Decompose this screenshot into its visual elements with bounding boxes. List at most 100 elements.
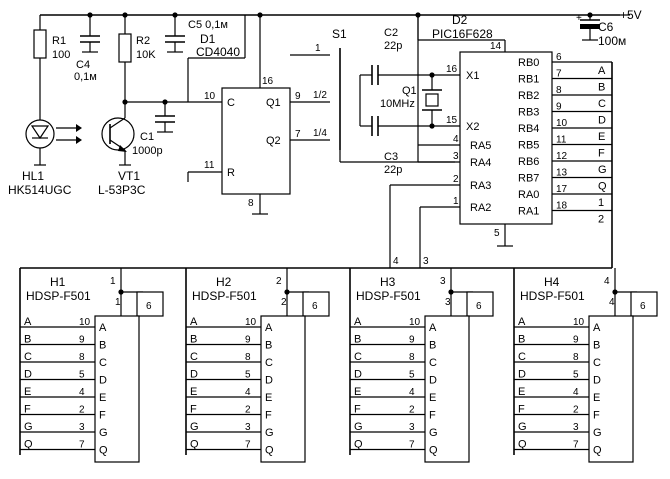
segment-bus-label: B (354, 334, 361, 346)
r1-value: 100 (52, 49, 70, 61)
c3-value: 22p (384, 164, 402, 176)
segment-name: F (265, 410, 272, 422)
segment-bus-label: A (24, 316, 32, 328)
segment-name: F (99, 410, 106, 422)
segment-bus-label: F (518, 404, 525, 416)
segment-pin-num: 9 (245, 335, 251, 346)
segment-name: B (99, 340, 106, 352)
segment-pin-num: 8 (79, 352, 85, 363)
c5-label: C5 0,1м (188, 19, 228, 31)
segment-bus-label: A (190, 316, 198, 328)
vt1-value: L-53P3C (98, 183, 146, 197)
segment-name: E (265, 392, 272, 404)
segment-pin-num: 4 (573, 387, 579, 398)
resistor-r1: R1 100 (33, 29, 70, 120)
supply-label: +5V (620, 8, 642, 22)
segment-pin-num: 8 (573, 352, 579, 363)
d2-ra4-num: 3 (453, 151, 459, 162)
segment-name: A (593, 322, 601, 334)
hl1-ref: HL1 (22, 169, 44, 183)
d1-q2-name: Q2 (266, 135, 281, 147)
segment-bus-label: B (190, 334, 197, 346)
segment-pin-num: 5 (409, 370, 415, 381)
q1-ref: Q1 (402, 85, 417, 97)
segment-pin-num: 9 (409, 335, 415, 346)
bus-num-3: 3 (423, 256, 429, 267)
segment-pin-num: 4 (409, 387, 415, 398)
resistor-r2: R2 10K (118, 15, 188, 105)
d2-vdd-num: 14 (490, 41, 502, 52)
segment-bus-label: Q (354, 439, 363, 451)
segment-bus-label: Q (24, 439, 33, 451)
d1-q1-name: Q1 (266, 97, 281, 109)
display-digit-num: 1 (110, 276, 116, 287)
display-type: HDSP-F501 (356, 289, 421, 303)
segment-bus-label: D (24, 369, 32, 381)
crystal-section: C2 22p C3 22p Q1 10MHz (359, 27, 460, 176)
segment-bus-label: F (354, 404, 361, 416)
segment-bus-label: G (190, 421, 199, 433)
s1-quarter: 1/4 (313, 128, 327, 139)
segment-name: D (593, 375, 601, 387)
segment-name: F (429, 410, 436, 422)
segment-pin-num: 2 (573, 405, 579, 416)
display-common-pin: 6 (146, 301, 152, 312)
display-ref: H4 (544, 275, 560, 289)
display-digit-num: 4 (604, 276, 610, 287)
segment-name: Q (265, 445, 274, 457)
d2-bus-label: E (598, 131, 605, 143)
segment-pin-num: 10 (573, 317, 585, 328)
c1-value: 1000p (132, 145, 163, 157)
hl1-value: HK514UGC (8, 183, 72, 197)
segment-bus-label: G (354, 421, 363, 433)
segment-bus-label: Q (518, 439, 527, 451)
d2-x2-num: 15 (446, 115, 458, 126)
segment-name: G (593, 427, 602, 439)
segment-bus-label: G (518, 421, 527, 433)
segment-name: G (429, 427, 438, 439)
d2-right-pin-name: RA1 (518, 206, 539, 218)
d2-bus-label: F (598, 148, 605, 160)
segment-pin-num: 9 (79, 335, 85, 346)
d1-r-num: 11 (204, 160, 215, 171)
vt1-ref: VT1 (118, 169, 140, 183)
c4-ref: C4 (76, 59, 90, 71)
d2-x1-num: 16 (446, 64, 458, 75)
segment-bus-label: C (518, 351, 526, 363)
display-common-pin: 6 (476, 301, 482, 312)
d2-ra3-num: 2 (453, 174, 459, 185)
d1-q2-num: 7 (295, 129, 301, 140)
d1-ref: D1 (200, 32, 216, 46)
light-arrows (56, 124, 82, 144)
c1-ref: C1 (140, 131, 154, 143)
d2-right-pin-num: 6 (556, 52, 562, 63)
segment-bus-label: C (24, 351, 32, 363)
segment-name: D (265, 375, 273, 387)
d2-bus-label: A (598, 65, 606, 77)
d2-right-pin-name: RB3 (518, 107, 539, 119)
d2-ra5-name: RA5 (470, 140, 491, 152)
segment-pin-num: 7 (79, 440, 85, 451)
d1-gnd-num: 8 (248, 198, 254, 209)
d1-q1-num: 9 (295, 91, 301, 102)
display-common-num: 4 (609, 297, 615, 308)
ic-d1: D1 CD4040 16 10 C 11 R 9 Q1 7 Q2 8 (187, 15, 330, 215)
d2-right-pin-name: RB1 (518, 74, 539, 86)
segment-name: A (99, 322, 107, 334)
display-common-num: 3 (445, 297, 451, 308)
d2-right-pin-num: 7 (556, 69, 562, 80)
display-ref: H3 (380, 275, 396, 289)
d2-right-pin-num: 13 (556, 168, 568, 179)
d1-vdd-num: 16 (262, 76, 274, 87)
segment-pin-num: 10 (79, 317, 91, 328)
segment-name: C (593, 357, 601, 369)
segment-bus-label: Q (190, 439, 199, 451)
c4-value: 0,1м (74, 71, 97, 83)
segment-pin-num: 7 (409, 440, 415, 451)
segment-name: E (429, 392, 436, 404)
led-hl1: HL1 HK514UGC (8, 119, 82, 197)
display-common-num: 1 (115, 297, 121, 308)
